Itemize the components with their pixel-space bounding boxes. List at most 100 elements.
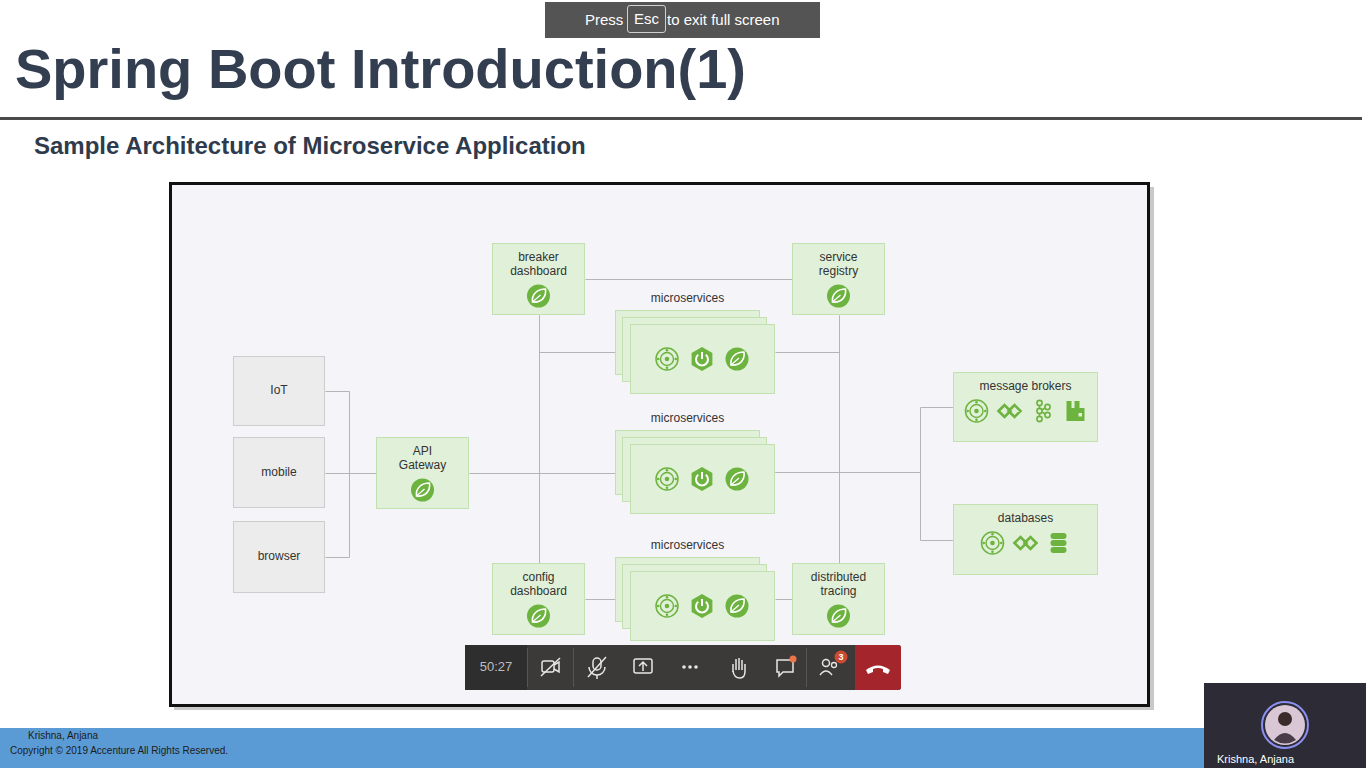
meeting-toolbar (465, 645, 527, 690)
raise-hand-icon (733, 658, 745, 672)
reactor-icon (656, 348, 678, 370)
footer-bar (0, 728, 1366, 768)
tech-icons (960, 397, 1092, 425)
reactor-icon (990, 540, 995, 545)
reactor-icon (982, 541, 985, 544)
participants-icon (820, 671, 832, 675)
kafka-icon (1036, 400, 1041, 405)
service-icon (656, 468, 678, 490)
mic-off-icon (588, 657, 606, 679)
tech-icon (527, 284, 550, 307)
service-icon (692, 347, 713, 371)
boot-icon (692, 594, 713, 618)
box-label: browser (239, 550, 319, 564)
connector-line (776, 473, 954, 541)
kafka-icon (1039, 405, 1045, 416)
slide-rule (0, 117, 1362, 120)
connector-line (326, 392, 377, 474)
microservice-stack: microservices (615, 410, 775, 514)
service-icon (726, 595, 749, 618)
connector-line (586, 599, 616, 600)
reactor-icon (666, 487, 669, 490)
tech-icons (822, 282, 855, 310)
kafka-icon (1036, 408, 1041, 413)
reactor-icon (974, 408, 979, 413)
reactor-icon (982, 532, 1004, 554)
slide-rule (0, 117, 1362, 120)
service-icon (656, 348, 678, 370)
meeting-toolbar (573, 648, 574, 687)
video-tile (1278, 712, 1292, 726)
spring-icon (731, 599, 744, 612)
spring-icon (533, 295, 541, 302)
boot-icon (692, 467, 713, 491)
hang-up-button (855, 645, 901, 690)
meeting-toolbar (465, 645, 901, 690)
reactor-icon (665, 357, 670, 362)
spring-icon (832, 289, 845, 302)
reactor-icon (666, 349, 669, 352)
slide-subtitle: Sample Architecture of Microservice Appl… (34, 132, 586, 161)
dashboard-box: config dashboard (492, 563, 585, 635)
kafka-icon (1044, 404, 1049, 409)
spring-icon (527, 284, 550, 307)
box-label: API Gateway (393, 445, 453, 473)
registry-box: service registry (792, 243, 885, 315)
hang-up-button (866, 666, 890, 675)
service-stack (615, 557, 775, 641)
box-label: distributed tracing (803, 571, 875, 599)
boot-icon (701, 352, 703, 359)
reactor-icon (991, 550, 994, 553)
chat-icon (777, 656, 797, 677)
stream-icon (1015, 537, 1037, 549)
tech-icon (1015, 537, 1037, 549)
tech-icon (827, 284, 850, 307)
spring-icon (411, 478, 434, 501)
reactor-icon (666, 367, 669, 370)
reactor-icon (661, 353, 674, 366)
rabbitmq-icon (1066, 401, 1084, 421)
client-box: IoT (233, 356, 325, 426)
database-icon (1051, 547, 1067, 553)
connector-line (776, 599, 793, 600)
spring-icon (532, 289, 545, 302)
meeting-toolbar (465, 645, 901, 690)
service-icon (726, 468, 749, 491)
badge-count: 3 (835, 651, 847, 663)
connector-line (586, 279, 793, 280)
share-icon (634, 659, 652, 673)
broker-box: message brokers (953, 372, 1098, 442)
meeting-toolbar (806, 648, 807, 687)
call-timer: 50:27 (465, 659, 527, 675)
database-icon (1051, 533, 1067, 539)
reactor-icon (661, 600, 674, 613)
connector-line (776, 408, 954, 473)
box-label: config dashboard (503, 571, 575, 599)
reactor-icon (665, 477, 670, 482)
reactor-icon (984, 409, 987, 412)
box-label: mobile (239, 466, 319, 480)
participants-icon (835, 651, 848, 664)
reactor-icon (965, 400, 987, 422)
stream-icon (998, 405, 1020, 417)
spring-icon (416, 483, 429, 496)
kafka-icon (1036, 416, 1041, 421)
diagram-frame (171, 184, 1155, 711)
video-tile (1274, 733, 1296, 744)
connector-line (776, 316, 840, 353)
reactor-icon (975, 418, 978, 421)
mic-off-icon (588, 657, 606, 677)
share-icon (634, 659, 652, 673)
reactor-icon (970, 404, 983, 417)
reactor-icon (675, 358, 678, 361)
meeting-toolbar (527, 648, 528, 687)
tech-icon (411, 478, 434, 501)
tech-icons (976, 529, 1075, 557)
spring-icon (726, 348, 749, 371)
connector-line (326, 474, 377, 558)
raise-hand-icon (733, 671, 745, 678)
boot-icon (692, 347, 713, 371)
spring-icon (731, 605, 739, 612)
group-heading: microservices (615, 537, 760, 553)
